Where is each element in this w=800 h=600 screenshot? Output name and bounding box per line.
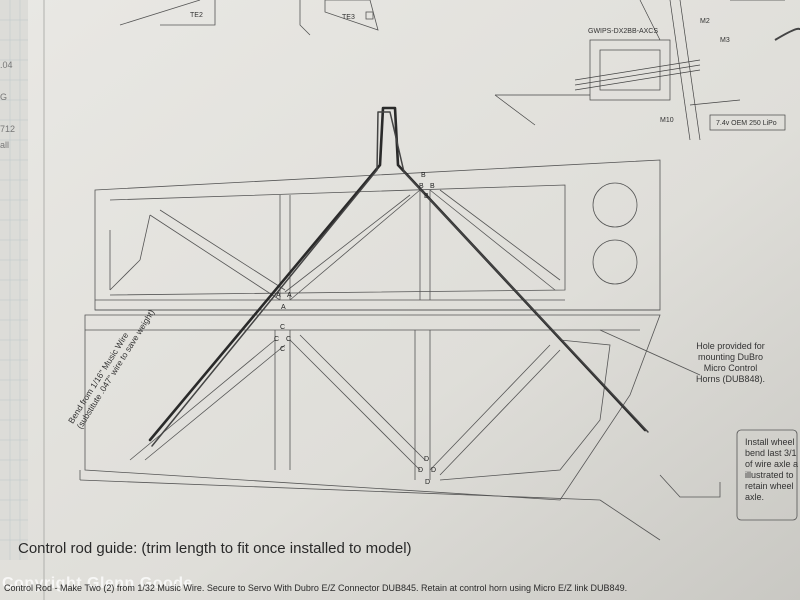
- wheel-note: Install wheel bend last 3/1 of wire axle…: [745, 437, 798, 503]
- joint-d-1: D: [424, 456, 430, 463]
- te3-label: TE3: [342, 14, 355, 21]
- upper-truss-panel: [94, 159, 661, 311]
- control-rod-caption: Control Rod - Make Two (2) from 1/32 Mus…: [4, 583, 628, 593]
- margin-note: G: [0, 92, 8, 102]
- wheel-note-line: bend last 3/1: [745, 448, 797, 458]
- joint-d-3: D: [431, 467, 437, 474]
- joint-c-4: C: [280, 346, 286, 353]
- lower-truss-panel: [79, 314, 798, 541]
- hole-note-line: Hole provided for: [696, 341, 765, 351]
- graph-grid: [0, 0, 28, 560]
- servo-model-label: GWIPS-DX2BB-AXCS: [588, 28, 659, 35]
- guide-title: Control rod guide: (trim length to fit o…: [18, 540, 412, 557]
- te2-label: TE2: [190, 12, 203, 19]
- wheel-note-line: axle.: [745, 492, 765, 502]
- m3-label: M3: [720, 37, 730, 44]
- joint-b-1: B: [421, 172, 426, 179]
- control-rod-wire: [148, 106, 649, 447]
- servo-assembly: [494, 0, 800, 141]
- hole-note-line: Micro Control: [703, 363, 758, 373]
- joint-d-2: D: [418, 467, 424, 474]
- wheel-note-line: illustrated to: [745, 470, 794, 480]
- battery-label: 7.4v OEM 250 LiPo: [716, 120, 777, 127]
- copyright-watermark: Copyright Glenn Goode: [2, 575, 193, 592]
- joint-a-1: A: [276, 292, 281, 299]
- joint-c-2: C: [274, 336, 280, 343]
- wheel-note-line: retain wheel: [745, 481, 794, 491]
- joint-a-2: A: [287, 292, 292, 299]
- m10-label: M10: [660, 117, 674, 124]
- hole-note-line: Horns (DUB848).: [696, 374, 766, 384]
- joint-d-4: D: [425, 479, 431, 486]
- joint-b-2: B: [419, 183, 424, 190]
- joint-a-3: A: [281, 304, 286, 311]
- joint-b-3: B: [430, 183, 435, 190]
- te-parts: [119, 0, 379, 36]
- joint-c-3: C: [286, 336, 292, 343]
- hole-note-line: mounting DuBro: [697, 352, 764, 362]
- wheel-note-line: Install wheel: [745, 437, 795, 447]
- wheel-note-line: of wire axle a: [745, 459, 799, 469]
- margin-note: 712: [0, 124, 16, 134]
- m2-label: M2: [700, 18, 710, 25]
- hole-note: Hole provided for mounting DuBro Micro C…: [696, 341, 765, 385]
- margin-note: all: [0, 140, 10, 150]
- joint-c-1: C: [280, 324, 286, 331]
- margin-note: .04: [0, 60, 13, 70]
- joint-b-4: B: [424, 193, 429, 200]
